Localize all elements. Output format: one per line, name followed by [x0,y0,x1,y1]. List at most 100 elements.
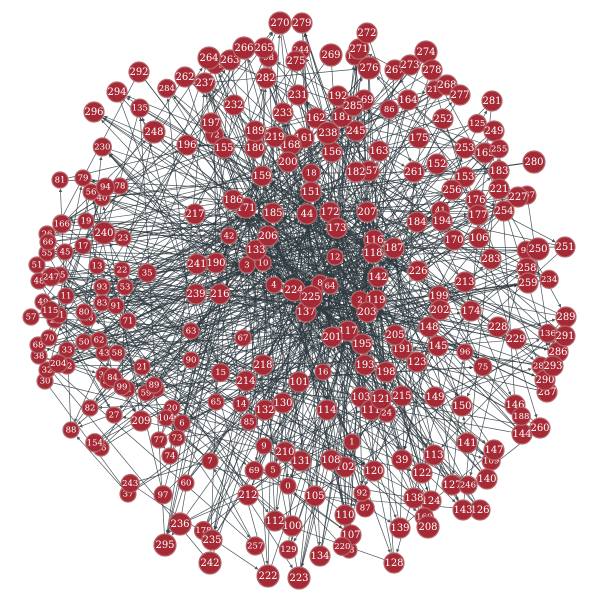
graph-node-label: 231 [288,90,307,101]
graph-node-label: 27 [109,411,120,421]
graph-node: 232 [223,94,245,116]
graph-node-label: 288 [533,362,549,372]
graph-node-label: 270 [270,18,289,29]
graph-node-label: 193 [355,360,374,371]
graph-node-circle [483,439,505,461]
graph-node-circle [367,266,389,288]
graph-node-label: 258 [517,263,536,274]
graph-node: 262 [174,66,196,88]
graph-node: 250 [526,237,550,261]
graph-node: 81 [51,171,69,189]
graph-node: 70 [40,329,58,347]
graph-node-circle [244,460,264,481]
graph-node: 251 [554,236,576,258]
graph-node-circle [443,229,465,251]
graph-node-circle [274,441,296,463]
graph-node: 135 [130,98,150,118]
graph-node: 183 [488,160,510,182]
graph-node-label: 22 [117,266,128,276]
graph-node-label: 84 [107,373,118,383]
graph-node-label: 176 [466,195,485,206]
graph-node-label: 113 [424,450,443,461]
graph-node-label: 166 [54,220,70,230]
graph-node-label: 162 [306,113,325,124]
graph-node-circle [240,413,258,431]
graph-node-label: 181 [332,112,351,123]
graph-node: 265 [253,37,275,59]
graph-edge [376,315,536,377]
graph-node-circle [88,257,106,275]
graph-edge [103,68,291,333]
graph-node: 93 [93,278,111,296]
graph-node-circle [153,533,177,557]
graph-node-label: 180 [245,143,264,154]
graph-node-label: 156 [322,147,341,158]
graph-node: 79 [74,169,92,187]
graph-node-circle [384,324,406,346]
graph-node-circle [92,137,112,157]
graph-node-label: 210 [275,447,294,458]
graph-node-label: 50 [79,338,90,348]
graph-node-label: 57 [26,313,37,323]
graph-node-label: 224 [284,285,303,296]
graph-node-label: 182 [346,167,365,178]
graph-node-circle [454,137,476,159]
graph-node-circle [75,303,93,321]
graph-node-label: 106 [469,233,488,244]
graph-node: 94 [95,177,116,197]
graph-node: 272 [356,22,378,44]
graph-node-circle [142,120,166,144]
graph-node: 138 [403,487,425,509]
graph-node: 110 [334,504,356,526]
graph-node: 156 [321,141,343,163]
graph-node-label: 292 [129,67,148,78]
graph-node: 275 [285,50,307,72]
graph-node-label: 237 [195,78,214,89]
graph-node-label: 111 [361,405,380,416]
graph-node-label: 192 [328,91,347,102]
graph-node: 123 [406,351,428,373]
graph-node-label: 48 [34,277,45,287]
graph-node: 3 [238,256,256,274]
graph-edge [106,85,180,191]
graph-node-circle [356,301,378,323]
graph-node-circle [467,114,487,134]
graph-node-label: 209 [131,416,150,427]
graph-node-circle [252,354,274,376]
graph-node-circle [460,300,482,322]
graph-edge [441,323,560,448]
graph-node: 112 [264,510,286,532]
graph-node: 122 [411,462,433,484]
graph-node-label: 247 [43,272,59,282]
graph-node: 189 [244,120,266,142]
graph-edge [220,140,370,271]
graph-edge [50,175,347,299]
graph-node-label: 141 [457,438,476,449]
graph-node-circle [51,171,69,189]
graph-node-circle [389,517,411,539]
graph-edge [138,117,165,535]
graph-node-circle [182,351,200,369]
graph-node-label: 18 [306,169,317,179]
graph-node-circle [145,376,163,394]
graph-node-circle [375,361,397,383]
graph-node-label: 89 [149,381,160,391]
graph-node-label: 154 [87,438,103,448]
graph-node-circle [137,263,157,283]
graph-node-label: 187 [384,243,403,254]
graph-node: 60 [177,474,195,492]
graph-node-label: 185 [263,208,282,219]
graph-node-circle [119,312,137,330]
graph-node-circle [481,90,503,112]
graph-node-circle [319,43,343,67]
graph-node-circle [264,510,286,532]
graph-node: 222 [256,564,280,588]
graph-node-label: 203 [357,307,376,318]
graph-node-label: 66 [43,238,54,248]
graph-edge [288,171,307,302]
graph-node: 99 [113,378,131,396]
graph-node-label: 105 [305,491,324,502]
graph-node: 256 [441,179,463,201]
graph-edge [301,202,313,452]
graph-node-circle [130,410,152,432]
